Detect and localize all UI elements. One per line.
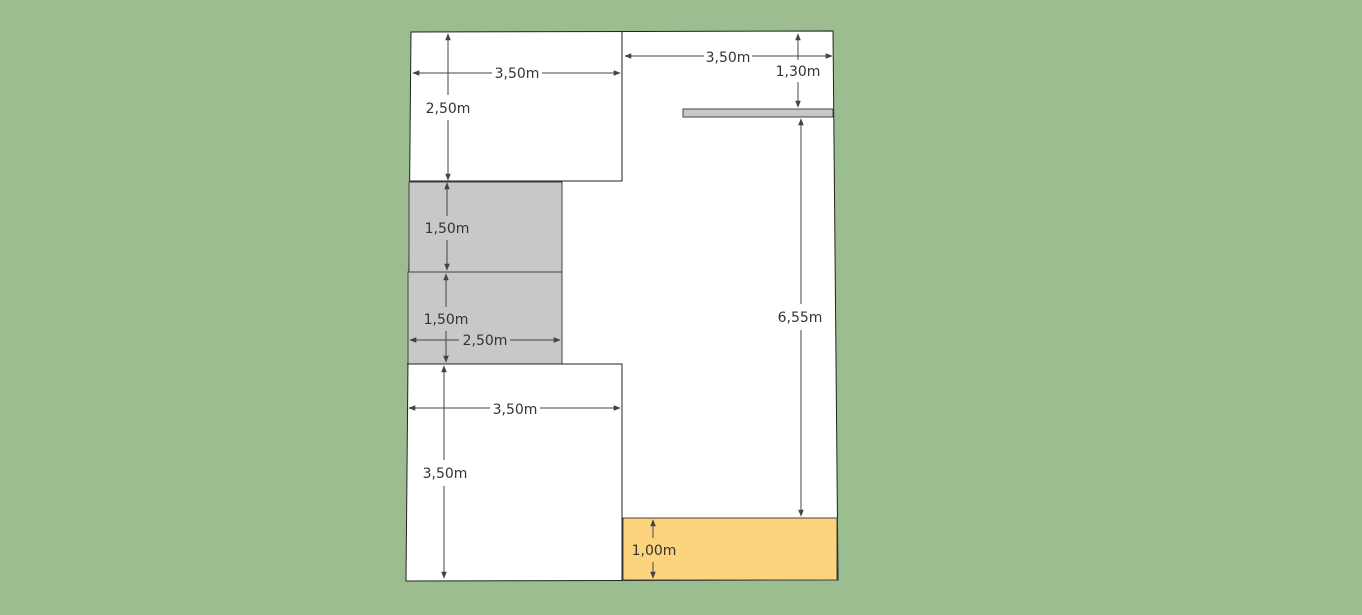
- yellow-block: [622, 517, 838, 581]
- label-bottom-room-height: 3,50m: [423, 466, 468, 482]
- bottom-left-room: [407, 363, 623, 580]
- thin-bar: [682, 108, 834, 118]
- label-right-long-height: 6,55m: [778, 310, 823, 326]
- label-bottom-room-width: 3,50m: [493, 402, 538, 418]
- top-left-room: [410, 32, 623, 182]
- lot-outline: [405, 30, 839, 582]
- label-top-right-height: 1,30m: [776, 64, 821, 80]
- label-yellow-height: 1,00m: [632, 543, 677, 559]
- label-gray-lower-height: 1,50m: [424, 312, 469, 328]
- label-gray-upper-height: 1,50m: [425, 221, 470, 237]
- label-top-room-height: 2,50m: [426, 101, 471, 117]
- gray-block-upper: [408, 181, 563, 273]
- label-top-room-width: 3,50m: [495, 66, 540, 82]
- label-top-right-width: 3,50m: [706, 50, 751, 66]
- label-gray-width: 2,50m: [463, 333, 508, 349]
- gray-block-lower: [407, 271, 563, 365]
